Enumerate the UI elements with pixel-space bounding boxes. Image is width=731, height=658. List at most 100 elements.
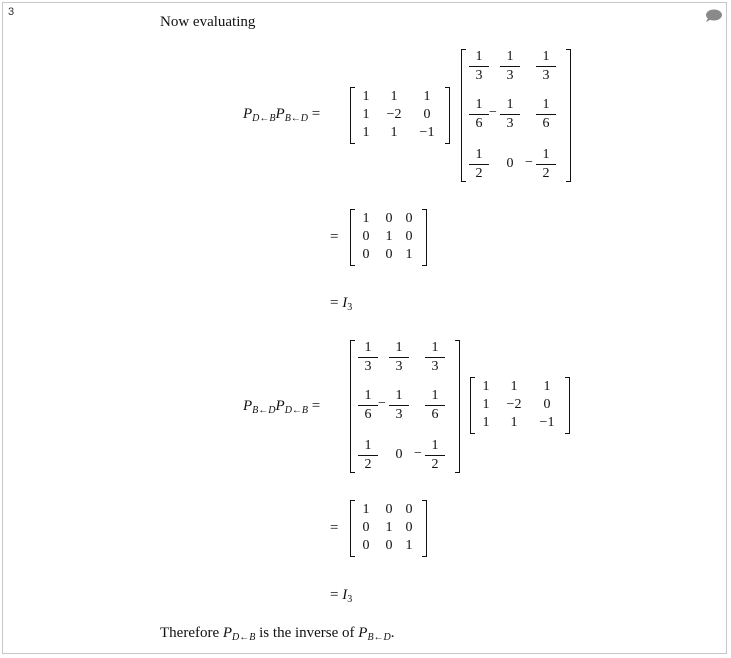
matrix-cell: 1 [390, 89, 398, 104]
denominator: 3 [395, 359, 403, 374]
equation-2-lhs: PB←DPD←B = [243, 398, 321, 416]
minus-sign: − [414, 446, 422, 461]
numerator: 1 [425, 340, 445, 358]
denominator: 6 [364, 407, 372, 422]
matrix-cell: 1 [385, 520, 393, 535]
left-bracket [350, 87, 355, 144]
matrix-cell: 1 [362, 89, 370, 104]
numerator: 1 [536, 147, 556, 165]
numerator: 1 [425, 438, 445, 456]
denominator: 2 [364, 457, 372, 472]
denominator: 2 [475, 166, 483, 181]
denominator: 2 [542, 166, 550, 181]
numerator: 1 [536, 49, 556, 67]
matrix-cell: 1 [423, 89, 431, 104]
right-bracket [445, 87, 450, 144]
numerator: 1 [389, 340, 409, 358]
matrix-cell: 0 [385, 247, 393, 262]
matrix-cell: 1 [390, 125, 398, 140]
equals-sign: = [330, 229, 339, 245]
matrix-cell: 1 [405, 538, 413, 553]
right-bracket [455, 340, 460, 473]
matrix-cell: 1 [405, 247, 413, 262]
matrix-cell: 1 [482, 379, 490, 394]
matrix-cell: 0 [385, 538, 393, 553]
left-bracket [350, 500, 355, 557]
numerator: 1 [389, 388, 409, 406]
denominator: 3 [506, 116, 514, 131]
numerator: 1 [500, 49, 520, 67]
left-bracket [470, 377, 475, 434]
matrix-cell: 1 [482, 397, 490, 412]
matrix-cell: 0 [362, 247, 370, 262]
result-identity-1: = I3 [330, 295, 353, 313]
matrix-cell: 0 [405, 502, 413, 517]
matrix-cell: 0 [543, 397, 551, 412]
denominator: 3 [475, 68, 483, 83]
minus-sign: − [378, 396, 386, 411]
matrix-cell: 0 [385, 502, 393, 517]
result-identity-2: = I3 [330, 587, 353, 605]
step-number: 3 [8, 6, 15, 18]
left-bracket [350, 340, 355, 473]
matrix-cell: 0 [362, 229, 370, 244]
denominator: 6 [542, 116, 550, 131]
matrix-cell: 0 [362, 538, 370, 553]
matrix-cell: 1 [510, 415, 518, 430]
right-bracket [422, 209, 427, 266]
numerator: 1 [358, 388, 378, 406]
right-bracket [566, 49, 571, 182]
matrix-cell: 0 [362, 520, 370, 535]
matrix-cell: −1 [419, 125, 435, 140]
matrix-cell: 1 [362, 125, 370, 140]
matrix-cell: 0 [405, 211, 413, 226]
matrix-cell: 1 [362, 107, 370, 122]
matrix-cell: 0 [405, 520, 413, 535]
equals-sign: = [330, 520, 339, 536]
right-bracket [422, 500, 427, 557]
denominator: 3 [506, 68, 514, 83]
matrix-cell: 1 [385, 229, 393, 244]
matrix-cell: 0 [405, 229, 413, 244]
numerator: 1 [469, 97, 489, 115]
numerator: 1 [536, 97, 556, 115]
denominator: 6 [431, 407, 439, 422]
numerator: 1 [358, 438, 378, 456]
minus-sign: − [525, 155, 533, 170]
equation-1-lhs: PD←BPB←D = [243, 106, 321, 124]
denominator: 6 [475, 116, 483, 131]
denominator: 3 [364, 359, 372, 374]
matrix-cell: 0 [385, 211, 393, 226]
matrix-cell: 0 [506, 156, 514, 171]
comment-icon[interactable] [705, 9, 723, 23]
intro-text: Now evaluating [160, 14, 256, 30]
matrix-cell: −1 [539, 415, 555, 430]
matrix-cell: −2 [386, 107, 402, 122]
matrix-cell: 1 [362, 211, 370, 226]
matrix-cell: 1 [510, 379, 518, 394]
numerator: 1 [469, 49, 489, 67]
matrix-cell: −2 [506, 397, 522, 412]
matrix-cell: 1 [482, 415, 490, 430]
numerator: 1 [425, 388, 445, 406]
matrix-cell: 0 [395, 447, 403, 462]
denominator: 3 [431, 359, 439, 374]
matrix-cell: 1 [362, 502, 370, 517]
